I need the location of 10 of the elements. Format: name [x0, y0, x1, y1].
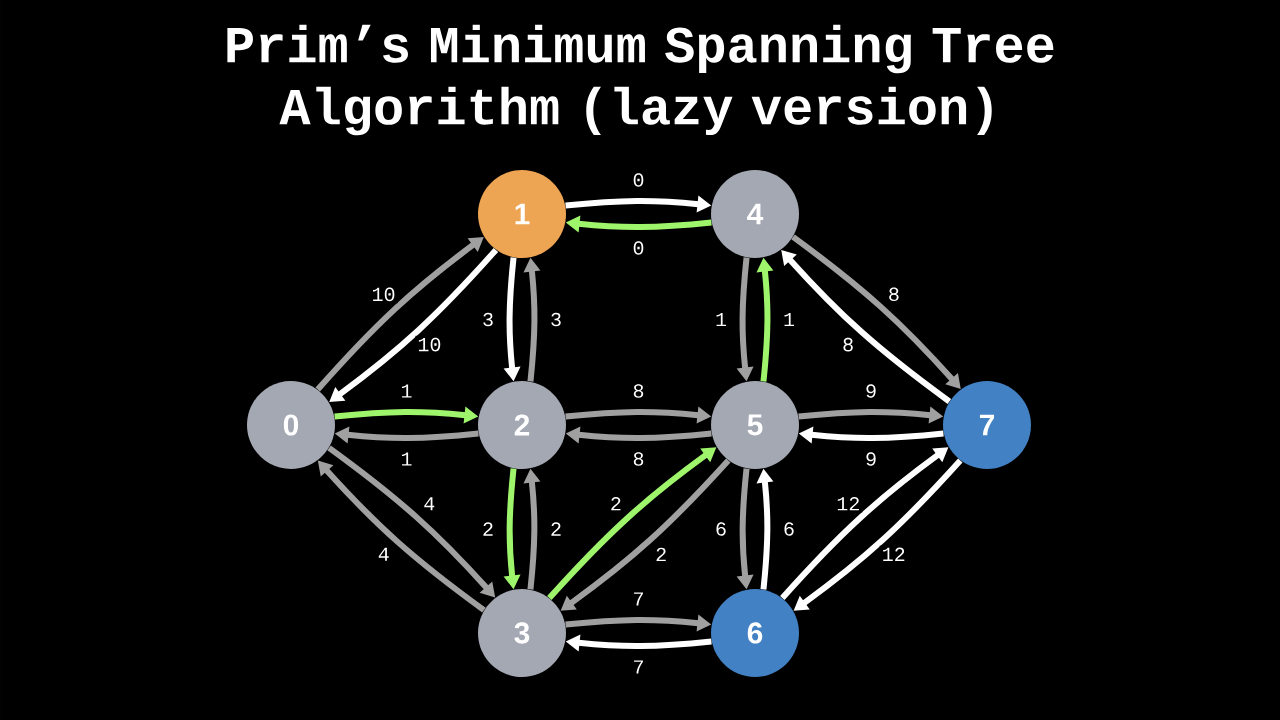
edge-label: 2 — [548, 520, 564, 538]
edge-label: 9 — [863, 382, 879, 400]
edge-label: 6 — [781, 520, 797, 538]
arrow — [791, 234, 961, 389]
edge-label: 9 — [863, 450, 879, 468]
title: Prim’s Minimum Spanning Tree Algorithm (lazy version) — [227, 24, 1054, 136]
edge-label: 2 — [480, 520, 496, 538]
arrow — [781, 250, 952, 404]
edge-label: 4 — [421, 495, 438, 513]
edge-label: 6 — [713, 520, 729, 538]
